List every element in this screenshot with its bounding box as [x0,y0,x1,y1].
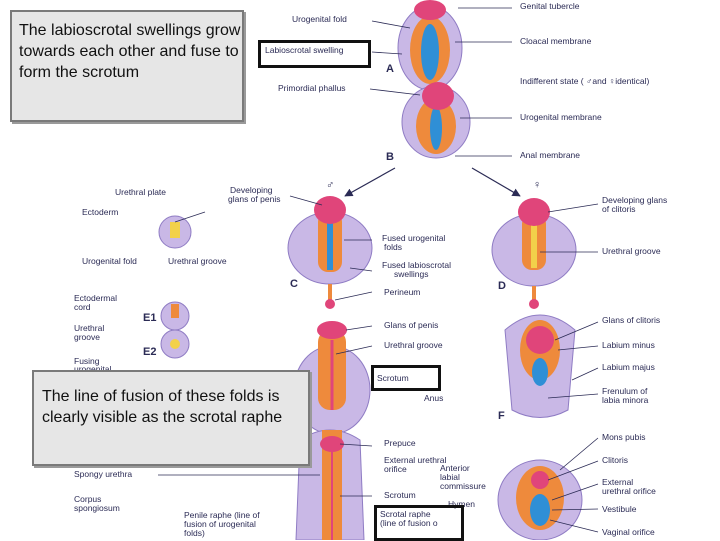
label-external-urethral-f-2: urethral orifice [602,486,656,496]
label-anterior-labial-2: labial [440,472,460,482]
highlight-box-scrotal-raphe [374,505,464,541]
label-scrotum-boxed: Scrotum [377,373,409,383]
stage-f-male-figure [295,429,365,540]
male-symbol: ♂ [326,179,334,191]
female-symbol: ♀ [533,179,541,191]
label-external-urethral-orifice-2: orifice [384,464,407,474]
label-genital-tubercle: Genital tubercle [520,1,580,11]
stage-d-figure [491,198,577,309]
label-scrotum: Scrotum [384,490,416,500]
section-e2-figure [160,329,190,359]
label-hymen: Hymen [448,499,475,509]
label-stage-c: C [290,278,298,290]
label-penile-raphe-1: Penile raphe (line of [184,510,260,520]
label-scrotal-raphe-2: (line of fusion o [380,518,438,528]
label-ectodermal-cord-1: Ectodermal [74,293,117,303]
label-urethral-groove-e-2: groove [74,332,100,342]
label-external-urethral-orifice-1: External urethral [384,455,446,465]
label-urogenital-fold-c: Urogenital fold [82,256,137,266]
arrow-to-female [471,167,521,197]
label-stage-a: A [386,63,394,75]
label-perineum: Perineum [384,287,420,297]
label-anal-membrane: Anal membrane [520,150,580,160]
stage-e-figure [293,321,371,435]
label-glans-of-penis: Glans of penis [384,320,438,330]
label-cloacal-membrane: Cloacal membrane [520,36,592,46]
label-labioscrotal-swelling: Labioscrotal swelling [265,45,344,55]
label-anus: Anus [424,393,443,403]
label-fused-labioscrotal-1: Fused labioscrotal [382,260,451,270]
highlight-box-labioscrotal [258,40,371,68]
label-stage-e1: E1 [143,312,156,324]
label-corpus-spongiosum-1: Corpus [74,494,101,504]
stage-a-figure [397,0,463,91]
highlight-box-scrotum [371,365,441,391]
label-anterior-labial-1: Anterior [440,463,470,473]
stage-c-figure [287,196,373,309]
label-corpus-spongiosum-2: spongiosum [74,503,120,513]
label-clitoris: Clitoris [602,455,628,465]
label-vaginal-orifice: Vaginal orifice [602,527,655,537]
label-penile-raphe-3: folds) [184,528,205,538]
label-fused-labioscrotal-2: swellings [394,269,429,279]
label-urogenital-membrane: Urogenital membrane [520,112,602,122]
label-urethral-groove-d: Urethral groove [602,246,661,256]
label-fusing-1: Fusing [74,356,100,366]
stage-e-female-figure [504,314,576,418]
label-developing-glans-clitoris-1: Developing glans [602,195,667,205]
label-frenulum-1: Frenulum of [602,386,648,396]
label-urogenital-fold: Urogenital fold [292,14,347,24]
label-urethral-plate: Urethral plate [115,187,166,197]
label-labium-majus: Labium majus [602,362,655,372]
label-external-urethral-f-1: External [602,477,633,487]
label-prepuce: Prepuce [384,438,416,448]
label-fused-urogenital-1: Fused urogenital [382,233,445,243]
section-e1-figure [160,301,190,331]
label-urethral-groove-male: Urethral groove [384,340,443,350]
label-mons-pubis: Mons pubis [602,432,645,442]
label-developing-glans-penis-1: Developing [230,185,273,195]
label-stage-b: B [386,151,394,163]
label-stage-e2: E2 [143,346,156,358]
label-frenulum-2: labia minora [602,395,649,405]
label-ectoderm: Ectoderm [82,207,118,217]
stage-f-female-figure [497,459,583,540]
label-anterior-labial-3: commissure [440,481,486,491]
label-ectodermal-cord-2: cord [74,302,91,312]
callout-top: The labioscrotal swellings grow towards … [10,10,244,122]
label-urethral-groove-e-1: Urethral [74,323,104,333]
label-fusing-2: urogenital [74,364,111,374]
section-c-figure [158,215,192,249]
label-fused-urogenital-2: folds [384,242,402,252]
label-penile-raphe-2: fusion of urogenital [184,519,256,529]
label-spongy-urethra: Spongy urethra [74,469,132,479]
label-developing-glans-clitoris-2: of clitoris [602,204,636,214]
label-labium-minus: Labium minus [602,340,655,350]
stage-b-figure [401,82,471,159]
label-indifferent-state: Indifferent state ( ♂and ♀identical) [520,76,649,86]
arrow-to-male [344,167,396,197]
label-stage-d: D [498,280,506,292]
label-vestibule: Vestibule [602,504,637,514]
label-scrotal-raphe-1: Scrotal raphe [380,509,431,519]
label-glans-of-clitoris: Glans of clitoris [602,315,660,325]
leader-lines [158,7,599,533]
label-urethral-groove-c: Urethral groove [168,256,227,266]
label-primordial-phallus: Primordial phallus [278,83,346,93]
label-stage-f: F [498,410,505,422]
callout-bottom: The line of fusion of these folds is cle… [32,370,310,466]
label-developing-glans-penis-2: glans of penis [228,194,280,204]
